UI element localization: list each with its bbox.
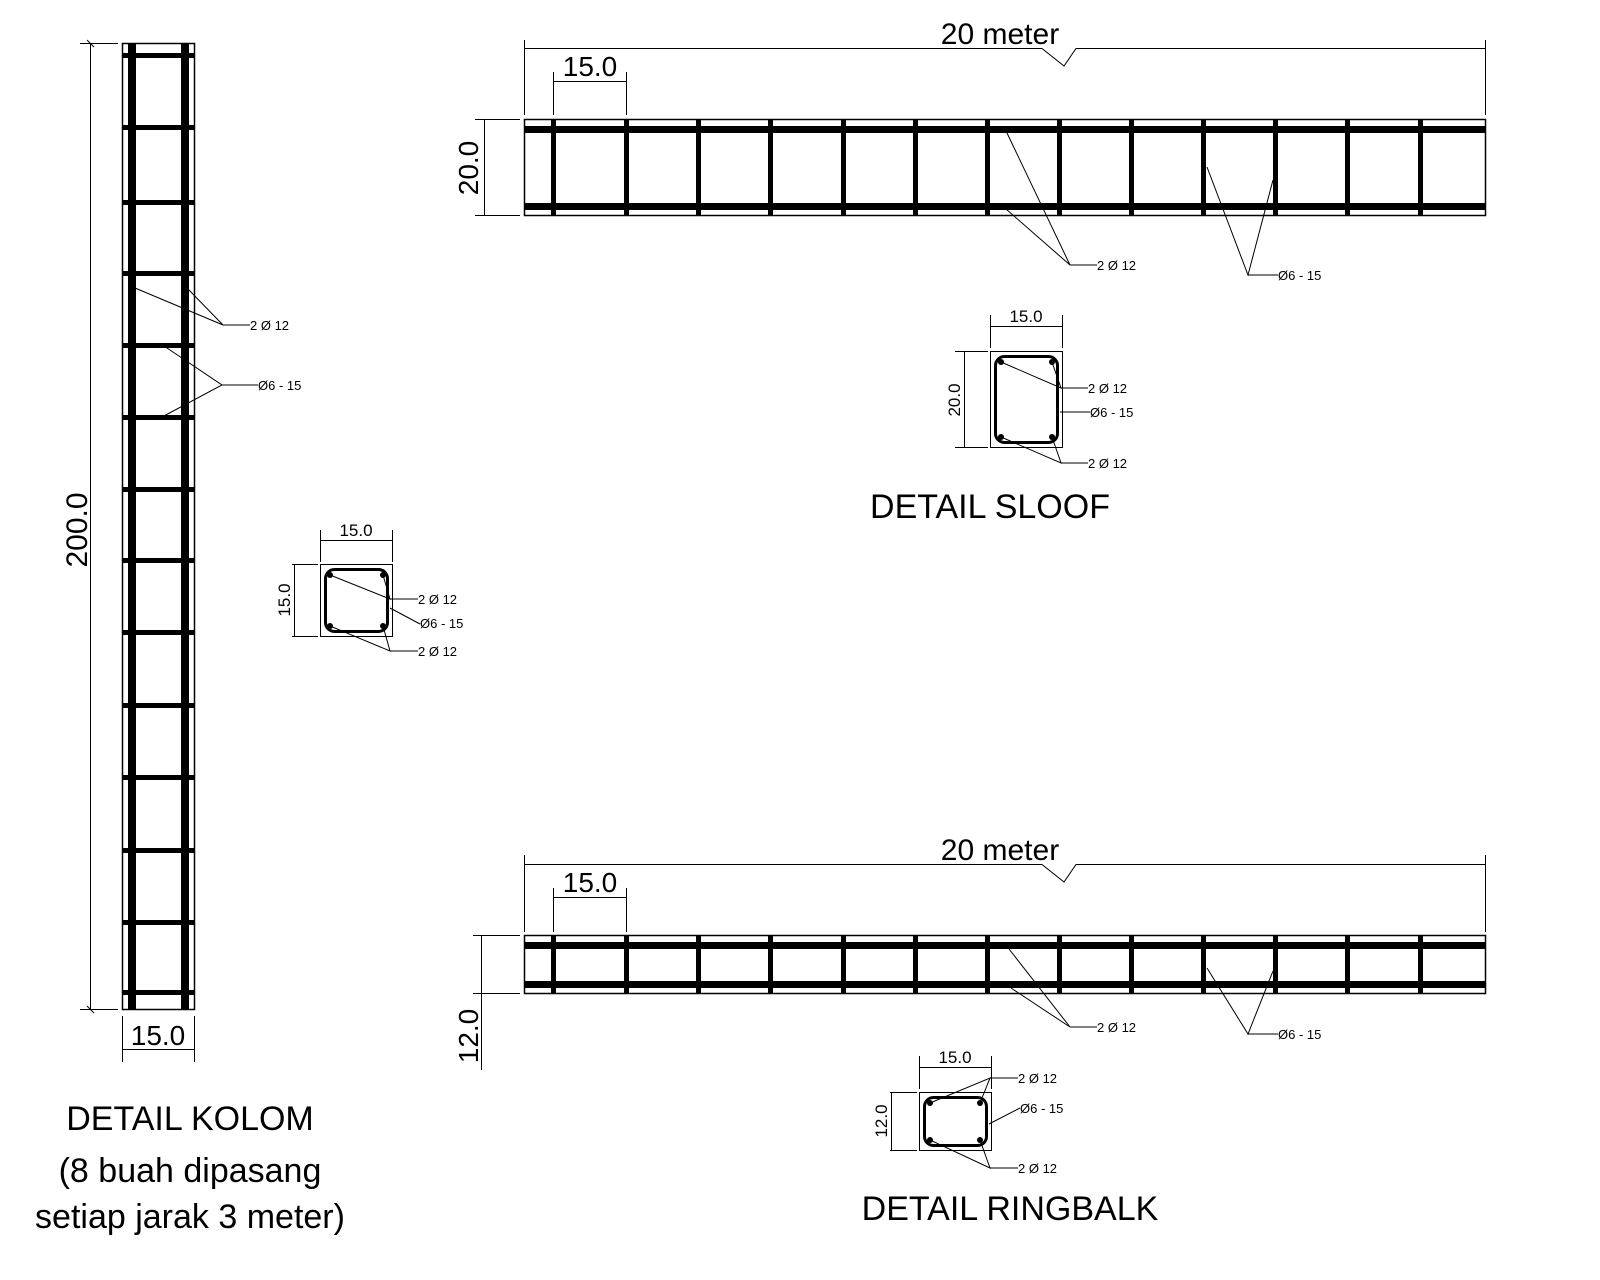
kolom-width-dim: 15.0	[131, 1020, 186, 1051]
kolom-section-top-bars-label: 2 Ø 12	[418, 592, 457, 607]
sloof-height-dim: 20.0	[453, 141, 484, 196]
kolom-section: 15.0 15.0 2 Ø 12 Ø6 - 15 2 Ø 12	[275, 521, 463, 659]
sloof-section-width-dim: 15.0	[1009, 307, 1042, 326]
sloof-spacing-dim: 15.0	[563, 51, 618, 82]
sloof-section-top-bars-label: 2 Ø 12	[1088, 381, 1127, 396]
sloof-section-height-dim: 20.0	[945, 383, 964, 416]
sloof-section-stirrup-label: Ø6 - 15	[1090, 405, 1133, 420]
sloof-length-dim: 20 meter	[941, 18, 1059, 51]
ringbalk-section-top-bars-label: 2 Ø 12	[1018, 1071, 1057, 1086]
ringbalk-height-dim: 12.0	[453, 1009, 484, 1064]
ringbalk-length-dim: 20 meter	[941, 834, 1059, 867]
sloof-section-bottom-bars-label: 2 Ø 12	[1088, 456, 1127, 471]
kolom-note-line1: (8 buah dipasang	[58, 1152, 322, 1190]
ringbalk-section-width-dim: 15.0	[938, 1048, 971, 1067]
sloof-elevation: 20 meter 15.0 20.0 2 Ø 12 Ø6 - 15	[453, 18, 1487, 283]
kolom-note: (8 buah dipasang setiap jarak 3 meter)	[10, 1148, 370, 1240]
ringbalk-elevation: 20 meter 15.0 12.0 2 Ø 12 Ø6 - 15	[453, 834, 1487, 1070]
sloof-title: DETAIL SLOOF	[870, 488, 1110, 526]
sloof-main-bar-label: 2 Ø 12	[1097, 258, 1136, 273]
ringbalk-stirrup-label: Ø6 - 15	[1278, 1027, 1321, 1042]
sloof-section: 15.0 20.0 2 Ø 12 Ø6 - 15 2 Ø 12	[945, 307, 1133, 471]
ringbalk-section-bottom-bars-label: 2 Ø 12	[1018, 1161, 1057, 1176]
ringbalk-title: DETAIL RINGBALK	[861, 1190, 1159, 1228]
kolom-section-width-dim: 15.0	[339, 521, 372, 540]
kolom-note-line2: setiap jarak 3 meter)	[35, 1198, 345, 1236]
kolom-height-dim: 200.0	[61, 492, 94, 567]
kolom-section-bottom-bars-label: 2 Ø 12	[418, 644, 457, 659]
kolom-section-height-dim: 15.0	[275, 583, 294, 616]
ringbalk-spacing-dim: 15.0	[563, 867, 618, 898]
ringbalk-section-height-dim: 12.0	[872, 1104, 891, 1137]
kolom-elevation: 200.0 15.0 2 Ø 12 Ø6 - 15	[61, 39, 301, 1062]
ringbalk-main-bar-label: 2 Ø 12	[1097, 1020, 1136, 1035]
kolom-stirrup-label: Ø6 - 15	[258, 378, 301, 393]
ringbalk-section: 15.0 12.0 2 Ø 12 Ø6 - 15 2 Ø 12	[872, 1048, 1063, 1176]
ringbalk-section-stirrup-label: Ø6 - 15	[1020, 1101, 1063, 1116]
kolom-main-bar-label: 2 Ø 12	[250, 318, 289, 333]
kolom-section-stirrup-label: Ø6 - 15	[420, 616, 463, 631]
kolom-title: DETAIL KOLOM	[66, 1100, 314, 1138]
sloof-stirrup-label: Ø6 - 15	[1278, 268, 1321, 283]
